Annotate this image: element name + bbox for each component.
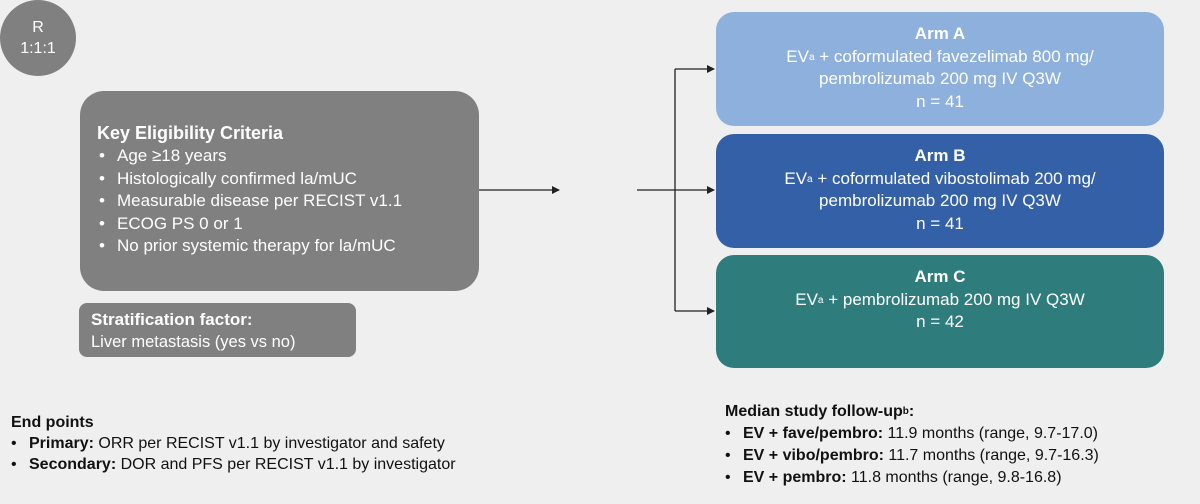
followup-section: Median study follow-upb: EV + fave/pembr… [725,401,1099,489]
stratification-title: Stratification factor: [91,310,253,329]
followup-item: EV + fave/pembro: 11.9 months (range, 9.… [725,423,1099,445]
arm-regimen-line-2: pembrolizumab 200 mg IV Q3W [819,69,1061,88]
arm-title: Arm A [914,24,966,43]
arm-regimen-line: EVa + coformulated vibostolimab 200 mg/ [716,168,1164,191]
arm-regimen-text: + coformulated vibostolimab 200 mg/ [812,168,1096,188]
endpoints-section: End points Primary: ORR per RECIST v1.1 … [11,412,456,475]
endpoint-item: Primary: ORR per RECIST v1.1 by investig… [11,433,456,454]
followup-title-text: Median study follow-up [725,403,903,420]
arm-drug-prefix: EV [795,289,818,309]
eligibility-criteria-box: Key Eligibility Criteria Age ≥18 years H… [80,91,479,291]
eligibility-item: ECOG PS 0 or 1 [97,213,479,236]
footnote-marker: b [902,406,909,417]
endpoint-item: Secondary: DOR and PFS per RECIST v1.1 b… [11,454,456,475]
randomization-node: R 1:1:1 [0,0,76,76]
followup-label: EV + pembro: [743,469,847,486]
eligibility-list: Age ≥18 years Histologically confirmed l… [97,145,479,258]
arm-sample-size: n = 41 [916,213,964,233]
followup-title-suffix: : [908,403,915,420]
eligibility-item: Measurable disease per RECIST v1.1 [97,190,479,213]
followup-label: EV + vibo/pembro: [743,447,884,464]
eligibility-item: No prior systemic therapy for la/mUC [97,235,479,258]
arm-drug-prefix: EV [784,168,808,188]
arm-a-box: Arm A EVa + coformulated favezelimab 800… [716,12,1164,126]
arm-b-box: Arm B EVa + coformulated vibostolimab 20… [716,134,1164,248]
followup-title: Median study follow-upb: [725,401,1099,423]
followup-list: EV + fave/pembro: 11.9 months (range, 9.… [725,423,1099,489]
followup-text: 11.9 months (range, 9.7-17.0) [883,425,1098,442]
eligibility-title: Key Eligibility Criteria [97,123,284,143]
endpoints-list: Primary: ORR per RECIST v1.1 by investig… [11,433,456,475]
arm-title: Arm B [914,146,966,165]
stratification-box: Stratification factor: Liver metastasis … [79,303,356,357]
arm-sample-size: n = 41 [916,91,964,111]
endpoints-title: End points [11,414,94,431]
arm-regimen-line: EVa + coformulated favezelimab 800 mg/ [716,46,1164,69]
footnote-marker: a [808,51,815,63]
followup-item: EV + pembro: 11.8 months (range, 9.8-16.… [725,467,1099,489]
arm-regimen-line: EVa + pembrolizumab 200 mg IV Q3W [716,289,1164,312]
endpoint-label: Secondary: [29,456,117,473]
arm-sample-size: n = 42 [916,312,964,331]
arm-c-box: Arm C EVa + pembrolizumab 200 mg IV Q3W … [716,255,1164,368]
followup-text: 11.8 months (range, 9.8-16.8) [846,469,1062,486]
randomization-ratio: 1:1:1 [20,40,56,57]
eligibility-item: Age ≥18 years [97,145,479,168]
eligibility-item: Histologically confirmed la/mUC [97,168,479,191]
endpoint-text: DOR and PFS per RECIST v1.1 by investiga… [116,456,456,473]
endpoint-text: ORR per RECIST v1.1 by investigator and … [93,435,445,452]
arm-regimen-line-2: pembrolizumab 200 mg IV Q3W [819,191,1061,210]
stratification-text: Liver metastasis (yes vs no) [91,333,296,351]
arm-drug-prefix: EV [786,46,809,66]
randomization-letter: R [32,19,44,36]
followup-item: EV + vibo/pembro: 11.7 months (range, 9.… [725,445,1099,467]
arm-title: Arm C [914,267,966,286]
endpoint-label: Primary: [29,435,94,452]
followup-text: 11.7 months (range, 9.7-16.3) [883,447,1099,464]
followup-label: EV + fave/pembro: [743,425,884,442]
arm-regimen-text: + coformulated favezelimab 800 mg/ [814,46,1094,66]
footnote-marker: a [817,294,824,306]
arm-regimen-text: + pembrolizumab 200 mg IV Q3W [823,289,1085,309]
footnote-marker: a [807,173,813,185]
